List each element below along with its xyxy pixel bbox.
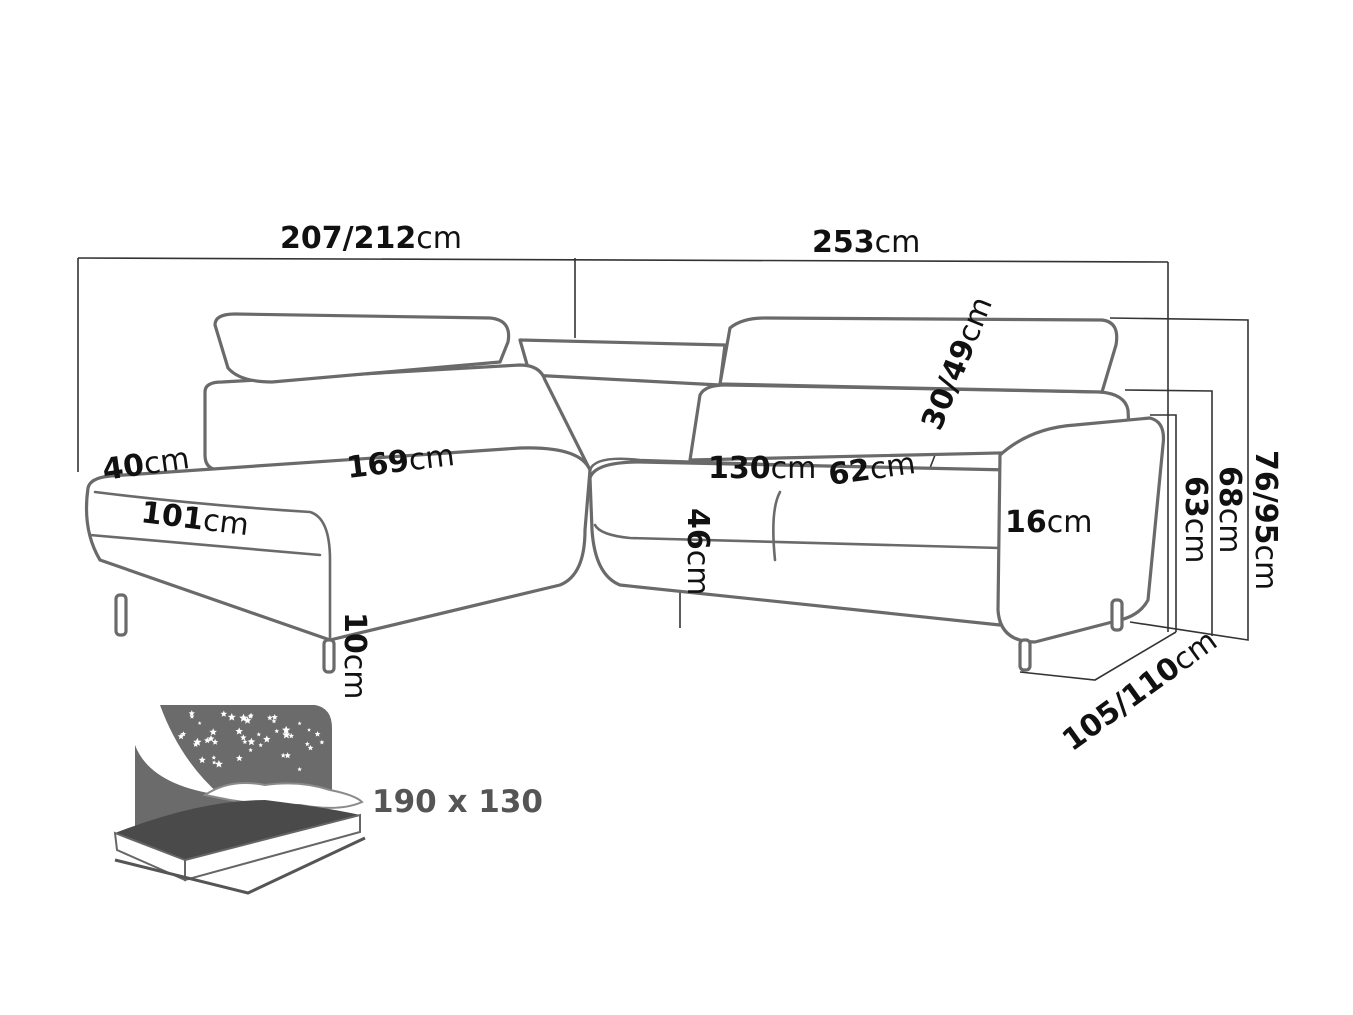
sleeping-function-icon: 190 x 130: [113, 705, 543, 895]
star-icon: [319, 739, 325, 745]
star-icon: [282, 730, 291, 739]
size-arrow-icon: [114, 836, 366, 895]
star-icon: [227, 713, 236, 721]
star-icon: [197, 721, 202, 725]
chaise-base-seam: [88, 533, 322, 557]
sofa-leg: [1110, 598, 1124, 632]
left-headrest: [213, 312, 511, 384]
star-icon: [239, 713, 248, 722]
star-icon: [242, 739, 248, 744]
right-seat-seam: [593, 523, 1002, 550]
star-icon: [211, 755, 217, 760]
star-icon: [274, 728, 280, 734]
star-icon: [263, 735, 271, 743]
star-icon: [267, 714, 273, 721]
star-icon: [297, 721, 302, 726]
label-armrest-right-width: 16cm: [1005, 505, 1092, 540]
star-icon: [314, 731, 321, 737]
cushion-divider: [772, 490, 782, 562]
star-icon: [220, 710, 228, 717]
star-icon: [280, 752, 286, 758]
star-icon: [207, 735, 215, 742]
right-armrest: [996, 416, 1166, 644]
label-armrest-height: 63cm: [1178, 476, 1213, 563]
label-back-height: 68cm: [1212, 466, 1247, 553]
chaise-cushion-edge: [93, 490, 332, 642]
star-icon: [256, 732, 261, 737]
sofa-drawing: [84, 312, 1166, 674]
left-backrest: [203, 363, 592, 472]
back-height-line: [1124, 389, 1213, 636]
label-total-left-width: 207/212cm: [280, 221, 462, 256]
star-icon: [307, 744, 314, 751]
star-icon: [258, 742, 263, 748]
label-chaise-width: 101cm: [139, 495, 251, 543]
star-icon: [271, 718, 277, 724]
star-icon: [177, 733, 185, 740]
star-icon: [192, 741, 199, 747]
star-icon: [198, 756, 206, 764]
star-icon: [243, 716, 252, 724]
star-icon: [248, 747, 253, 752]
label-depth: 105/110cm: [1056, 623, 1224, 758]
mattress-front-icon: [184, 813, 361, 882]
star-icon: [240, 734, 247, 741]
chaise-section: [84, 446, 592, 642]
star-icon: [212, 738, 219, 745]
label-total-right-width: 253cm: [812, 225, 920, 260]
stars-icon: [177, 710, 325, 772]
top-width-line: [77, 257, 1169, 263]
star-icon: [288, 733, 294, 739]
star-icon: [180, 731, 187, 737]
mattress-top-icon: [115, 800, 360, 860]
bed-size-label: 190 x 130: [372, 784, 543, 820]
label-total-height: 76/95cm: [1248, 450, 1283, 590]
star-icon: [204, 737, 211, 744]
star-icon: [189, 714, 195, 719]
star-icon: [209, 728, 217, 736]
star-icon: [297, 767, 302, 772]
star-icon: [247, 713, 254, 719]
depth-line: [1019, 631, 1177, 681]
star-icon: [247, 737, 256, 746]
star-icon: [307, 727, 311, 732]
sofa-leg: [1018, 638, 1032, 672]
star-icon: [235, 727, 243, 735]
label-chaise-length: 169cm: [345, 438, 457, 486]
total-height-line: [1109, 317, 1249, 641]
label-armrest-left-width: 40cm: [100, 441, 191, 488]
label-leg-height: 10cm: [337, 612, 372, 699]
star-icon: [304, 741, 310, 747]
middle-backrest: [518, 338, 727, 387]
seat-top-edge: [588, 457, 1012, 474]
label-seat-depth: 62cm: [826, 446, 917, 493]
star-icon: [188, 710, 195, 717]
star-icon: [211, 760, 217, 765]
right-headrest: [718, 316, 1119, 394]
label-seat-height: 46cm: [680, 508, 715, 595]
star-icon: [282, 725, 291, 734]
label-seat-width: 130cm: [708, 451, 816, 486]
star-icon: [235, 754, 243, 762]
star-icon: [271, 714, 278, 720]
sofa-leg: [322, 638, 336, 674]
star-icon: [215, 760, 223, 768]
sofa-leg: [114, 593, 128, 637]
arm-height-line: [1150, 414, 1177, 632]
star-icon: [284, 752, 291, 759]
